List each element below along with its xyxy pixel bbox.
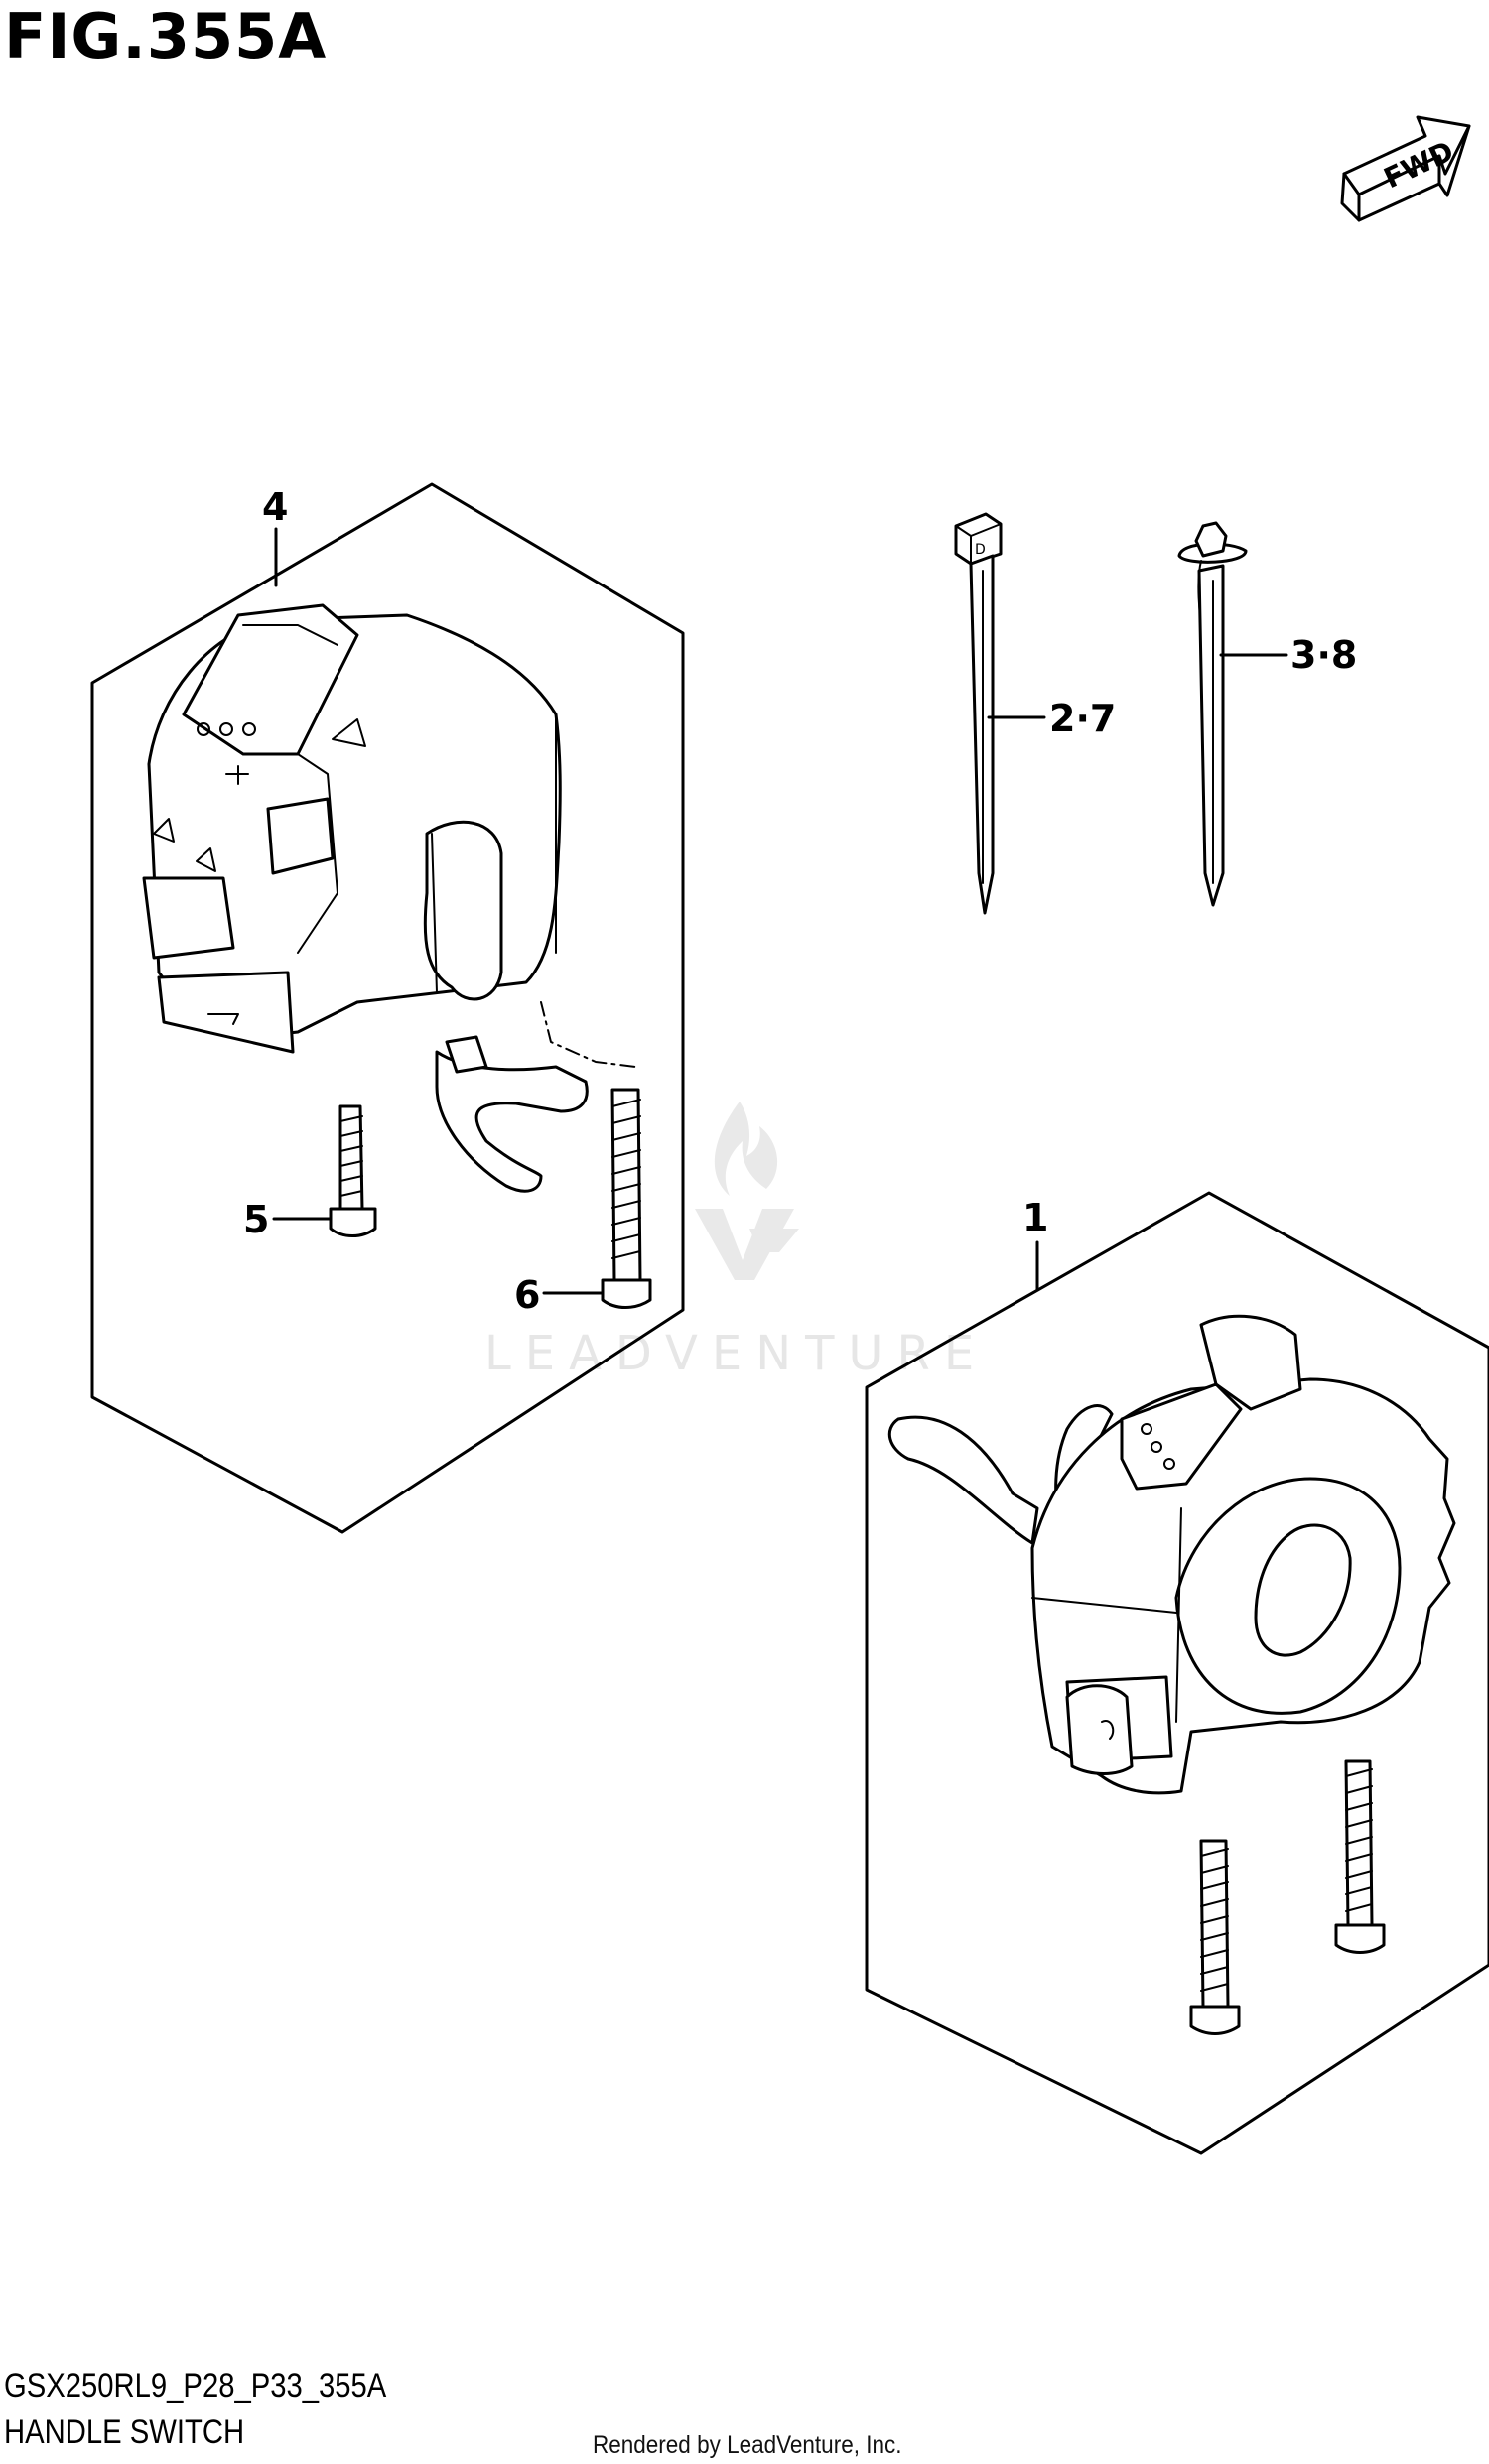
cable-tie-3-8 bbox=[1177, 521, 1248, 907]
fwd-arrow-icon bbox=[1342, 115, 1471, 196]
callout-5: 5 bbox=[243, 1198, 269, 1241]
svg-text:D: D bbox=[975, 542, 986, 558]
left-handle-switch-assembly: 4 bbox=[90, 482, 685, 1534]
figure-title: FIG.355A bbox=[4, 0, 328, 72]
callout-3-8: 3·8 bbox=[1290, 633, 1357, 677]
watermark-text: LEADVENTURE bbox=[484, 1326, 988, 1381]
model-code: GSX250RL9_P28_P33_355A bbox=[4, 2367, 387, 2404]
section-name: HANDLE SWITCH bbox=[4, 2413, 245, 2451]
fwd-direction-indicator: FWD bbox=[1340, 115, 1471, 222]
screw-6 bbox=[601, 1088, 652, 1309]
callout-2-7: 2·7 bbox=[1049, 697, 1116, 740]
left-switch-wiring bbox=[435, 1001, 636, 1193]
right-handle-switch-assembly: 1 bbox=[865, 1191, 1489, 2155]
callout-6: 6 bbox=[514, 1273, 540, 1317]
kit-outline-right bbox=[865, 1191, 1489, 2155]
callout-4: 4 bbox=[262, 485, 288, 529]
leadventure-watermark: LEADVENTURE bbox=[484, 1102, 988, 1381]
cable-tie-2-7: D bbox=[954, 512, 1003, 915]
leadventure-flame-logo-icon bbox=[695, 1102, 799, 1280]
kit-outline-left bbox=[90, 482, 685, 1534]
screw-5 bbox=[329, 1104, 377, 1237]
rendered-by-footer: Rendered by LeadVenture, Inc. bbox=[593, 2431, 902, 2459]
left-switch-housing bbox=[142, 603, 562, 1054]
right-screw-a bbox=[1189, 1839, 1241, 2035]
callout-1: 1 bbox=[1022, 1196, 1048, 1239]
right-switch-housing bbox=[1030, 1314, 1456, 1795]
right-screw-b bbox=[1334, 1759, 1386, 1954]
